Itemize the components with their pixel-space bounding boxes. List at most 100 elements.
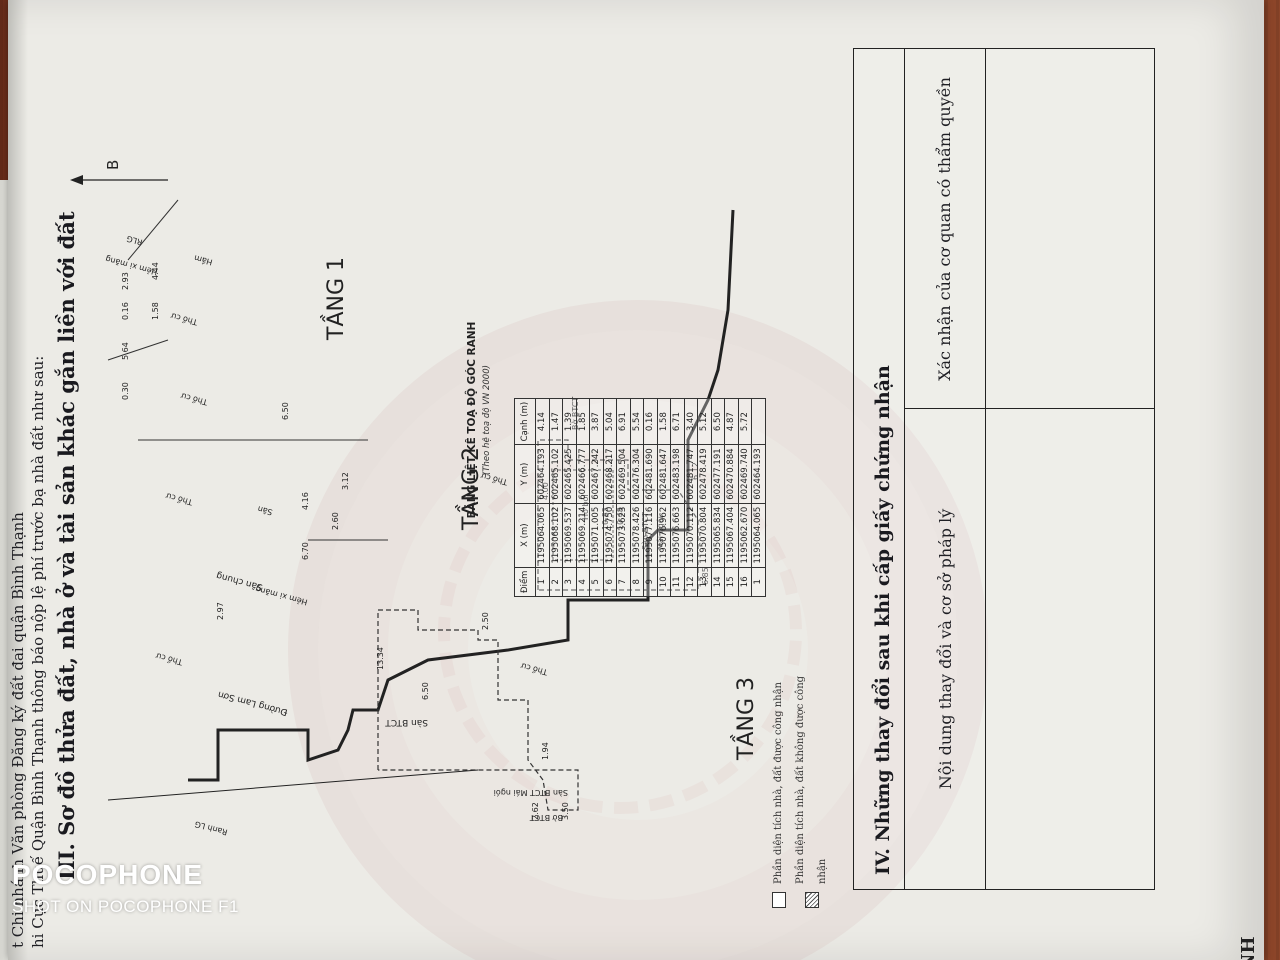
label-rlg: RLG xyxy=(126,234,144,247)
table-cell: 602464.193 xyxy=(751,444,765,504)
col-header-y: Y (m) xyxy=(514,444,536,504)
table-cell: 4.87 xyxy=(724,398,738,445)
dim-2-97: 2.97 xyxy=(216,602,225,620)
label-the-cu: Thổ cư xyxy=(179,391,209,408)
table-cell: 1.58 xyxy=(657,398,671,445)
legend-item-recognized: Phần diện tích nhà, đất được công nhận xyxy=(768,648,790,908)
table-cell: 4 xyxy=(576,567,590,597)
table-cell: 602464.193 xyxy=(535,444,549,504)
table-cell: 3 xyxy=(562,567,576,597)
table-cell: 0.16 xyxy=(643,398,657,445)
watermark-brand: POCOPHONE xyxy=(12,859,204,890)
table-cell: 1195070.112 xyxy=(684,503,698,568)
table-cell: 1195078.426 xyxy=(630,503,644,568)
table-cell: 1195074.750 xyxy=(603,503,617,568)
table-cell: 1195073.623 xyxy=(616,503,630,568)
road-line xyxy=(107,769,479,801)
table-cell: 602466.777 xyxy=(576,444,590,504)
table-cell: 6.91 xyxy=(616,398,630,445)
table-cell: 5.04 xyxy=(603,398,617,445)
dim-6-70: 6.70 xyxy=(301,542,310,560)
table-cell: 602481.747 xyxy=(684,444,698,504)
dim-6-85: 0.30 xyxy=(121,382,130,400)
dim-1-94: 1.94 xyxy=(541,742,550,760)
floor-3-outline xyxy=(537,439,699,591)
table-cell: 5.12 xyxy=(697,398,711,445)
label-hem: Hẻm xi măng xyxy=(254,584,308,608)
dim-5-64: 0.16 xyxy=(121,302,130,320)
table-cell: 12 xyxy=(684,567,698,597)
dim-0-30: 5.64 xyxy=(121,342,130,360)
legend-text-not-recognized: Phần diện tích nhà, đất không được công … xyxy=(795,675,828,885)
dim-10-83: 10.83 xyxy=(601,507,610,530)
label-the-cu: Thổ cư xyxy=(169,311,199,328)
dim-6-50: 6.50 xyxy=(421,682,430,700)
table-cell: 1.85 xyxy=(576,398,590,445)
legend-swatch-plain xyxy=(772,892,786,908)
floor-3-plan: Hồ bơi Sàn BTCT Mái ngói Bờ BTCT 4.00 10… xyxy=(537,397,759,761)
table-cell: 15 xyxy=(724,567,738,597)
section-4-box: IV. Những thay đổi sau khi cấp giấy chứn… xyxy=(853,48,1155,890)
table-cell: 1195064.065 xyxy=(535,503,549,568)
table-cell: 1195069.214 xyxy=(576,503,590,568)
table-cell: 9 xyxy=(643,567,657,597)
section-4-title: IV. Những thay đổi sau khi cấp giấy chứn… xyxy=(872,365,894,875)
table-cell: 1195069.537 xyxy=(562,503,576,568)
table-cell: 5.54 xyxy=(630,398,644,445)
dim-13-34: 13.34 xyxy=(376,647,385,670)
table-cell: 602477.191 xyxy=(711,444,725,504)
table-cell: 1.39 xyxy=(562,398,576,445)
section-4-col-authority: Xác nhận của cơ quan có thẩm quyền xyxy=(905,49,986,409)
table-cell: 602470.884 xyxy=(724,444,738,504)
dim-2-60: 2.60 xyxy=(331,512,340,530)
certificate-page: t Chi nhánh Văn phòng Đăng ký đất đai qu… xyxy=(8,0,1264,960)
legend-swatch-hatched xyxy=(805,892,819,908)
boundary-line xyxy=(127,199,179,261)
table-cell xyxy=(751,398,765,445)
dim-1-55: 6.85 xyxy=(701,567,710,585)
label-san-btct-3: Sàn BTCT xyxy=(641,512,650,550)
table-cell: 14 xyxy=(711,567,725,597)
section-4-grid: Nội dung thay đổi và cơ sở pháp lý Xác n… xyxy=(904,49,1155,889)
table-cell: 1195067.404 xyxy=(724,503,738,568)
dim-4-16: 4.16 xyxy=(301,492,310,510)
table-cell: 602476.304 xyxy=(630,444,644,504)
north-arrow-head xyxy=(70,175,83,185)
page-fold-shadow xyxy=(8,0,28,960)
table-cell: 1 xyxy=(751,567,765,597)
table-cell: 602481.690 xyxy=(643,444,657,504)
table-cell: 1195064.065 xyxy=(751,503,765,568)
label-ho-boi: Hồ bơi xyxy=(580,494,590,520)
label-the-cu: Thổ cư xyxy=(519,661,549,678)
table-cell: 1195076.663 xyxy=(670,503,684,568)
table-cell: 2 xyxy=(549,567,563,597)
table-cell: 5.72 xyxy=(738,398,752,445)
label-the-cu: Thổ cư xyxy=(154,651,184,668)
dim-2-62: 2.62 xyxy=(531,802,540,820)
watermark-sub: SHOT ON POCOPHONE F1 xyxy=(12,897,239,916)
col-header-edge: Cạnh (m) xyxy=(514,398,536,445)
table-cell: 1 xyxy=(535,567,549,597)
section-4-divider xyxy=(985,408,1155,409)
section-4-col-content: Nội dung thay đổi và cơ sở pháp lý xyxy=(905,408,986,889)
dim-0-16: 2.93 xyxy=(121,272,130,290)
legend-item-not-recognized: Phần diện tích nhà, đất không được công … xyxy=(790,648,834,908)
next-page-edge-text: NH xyxy=(1238,936,1259,960)
label-the-cu: Thổ cư xyxy=(164,491,194,508)
floor-2-label: TẦNG 2 xyxy=(456,447,484,531)
coord-table-title: BẢNG LIỆT KÊ TOẠ ĐỘ GÓC RANH xyxy=(466,321,478,519)
dim-6-12: 6.12 xyxy=(691,462,700,480)
dim-2-50: 2.50 xyxy=(481,612,490,630)
label-ham: Hầm xyxy=(193,253,214,268)
dim-2-93: 1.58 xyxy=(151,302,160,320)
col-header-x: X (m) xyxy=(514,503,536,568)
